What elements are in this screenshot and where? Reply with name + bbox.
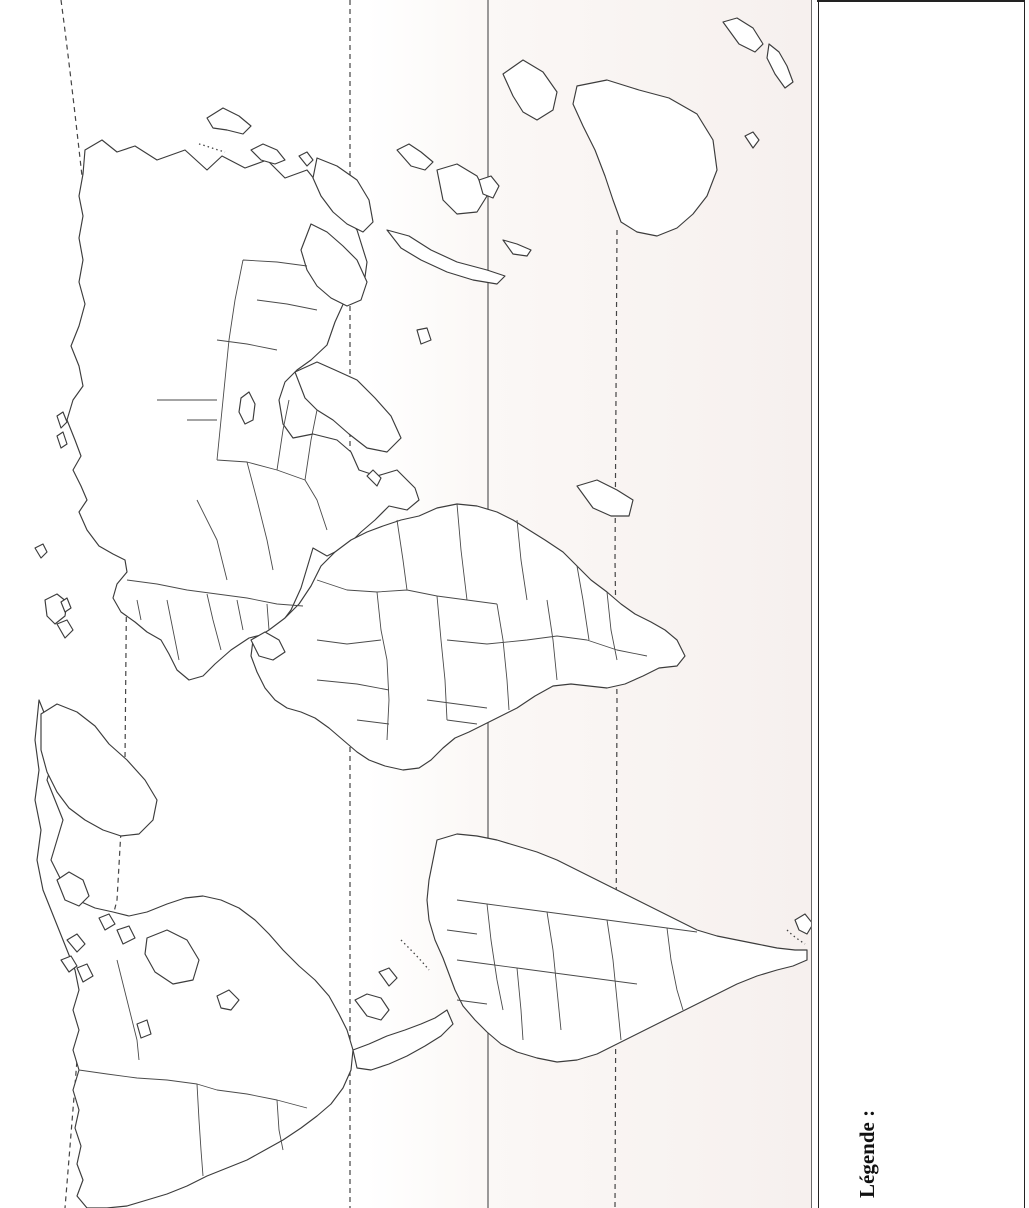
japan-island-2: [250, 143, 286, 165]
tasmania: [744, 131, 760, 149]
panel-divider: [811, 0, 819, 1208]
borneo: [436, 163, 488, 215]
hispaniola: [378, 967, 398, 987]
arctic-island-3: [60, 597, 72, 613]
africa-borders: [316, 503, 648, 741]
central-america: [352, 1009, 454, 1071]
black-sea: [250, 631, 286, 661]
arctic-ca-island-4: [98, 913, 116, 931]
indian-subcontinent: [300, 223, 368, 307]
australia: [572, 79, 718, 237]
legend-label: Légende :: [855, 1109, 879, 1198]
tropic-of-cancer-line: [60, 0, 128, 1208]
taiwan: [298, 151, 314, 167]
new-zealand-south: [766, 43, 794, 89]
southeast-asia: [312, 157, 374, 233]
legend-panel: [819, 0, 1025, 1208]
world-map-svg: [34, 0, 811, 1208]
ireland: [56, 619, 74, 639]
japan-islands: [206, 107, 252, 135]
tierra-del-fuego: [794, 913, 811, 935]
caspian-sea: [238, 391, 256, 425]
caribbean-island-chain: [400, 939, 430, 971]
philippines: [396, 143, 434, 171]
new-guinea: [502, 59, 558, 121]
eurasia-borders: [126, 259, 328, 661]
great-lakes: [216, 989, 240, 1011]
arctic-ca-island-5: [116, 925, 136, 945]
arctic-island-2: [56, 431, 68, 449]
sulawesi: [478, 175, 500, 199]
madagascar: [576, 479, 634, 517]
iceland: [34, 543, 48, 559]
africa: [250, 503, 686, 771]
sumatra: [386, 229, 506, 285]
new-zealand-north: [722, 17, 764, 53]
hudson-bay: [144, 929, 200, 985]
arctic-ca-island-3: [76, 963, 94, 983]
north-america-borders: [78, 959, 308, 1177]
world-map: [17, 0, 811, 1208]
cuba: [354, 993, 390, 1021]
red-sea-islands: [366, 469, 382, 487]
pacific-dotted-chain: [198, 143, 226, 153]
arabian-peninsula: [294, 361, 402, 453]
lake-2: [136, 1019, 152, 1039]
south-america: [426, 833, 808, 1063]
sri-lanka: [416, 327, 432, 345]
java: [502, 239, 532, 257]
greenland: [40, 703, 158, 837]
arctic-ca-island-2: [60, 955, 78, 973]
south-america-borders: [446, 899, 698, 1041]
arctic-island-1: [56, 411, 68, 429]
tropic-of-capricorn-line: [614, 229, 618, 1208]
legend-top-border: [817, 0, 1025, 2]
baffin-island: [56, 871, 90, 907]
arctic-ca-island-1: [66, 933, 86, 953]
